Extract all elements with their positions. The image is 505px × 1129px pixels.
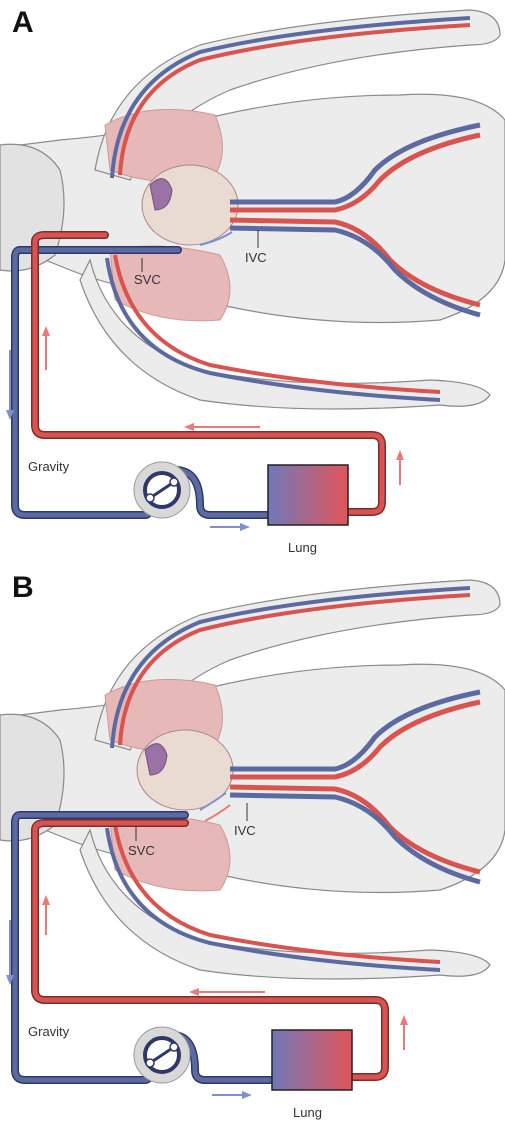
oxygenator-b: [272, 1030, 352, 1090]
circuit-illustration-a: SVC IVC Gravity Lung: [0, 0, 505, 560]
label-gravity-a: Gravity: [28, 459, 70, 474]
circuit-illustration-b: SVC IVC Gravity Lung: [0, 565, 505, 1129]
pump-b: [134, 1027, 190, 1083]
right-lung-a: [110, 246, 230, 321]
label-ivc-b: IVC: [234, 823, 256, 838]
label-svc-a: SVC: [134, 272, 161, 287]
label-ivc-a: IVC: [245, 250, 267, 265]
panel-b: B: [0, 565, 505, 1129]
panel-a: A: [0, 0, 505, 560]
label-lung-a: Lung: [288, 540, 317, 555]
label-svc-b: SVC: [128, 843, 155, 858]
label-gravity-b: Gravity: [28, 1024, 70, 1039]
pump-a: [134, 462, 190, 518]
oxygenator-a: [268, 465, 348, 525]
label-lung-b: Lung: [293, 1105, 322, 1120]
